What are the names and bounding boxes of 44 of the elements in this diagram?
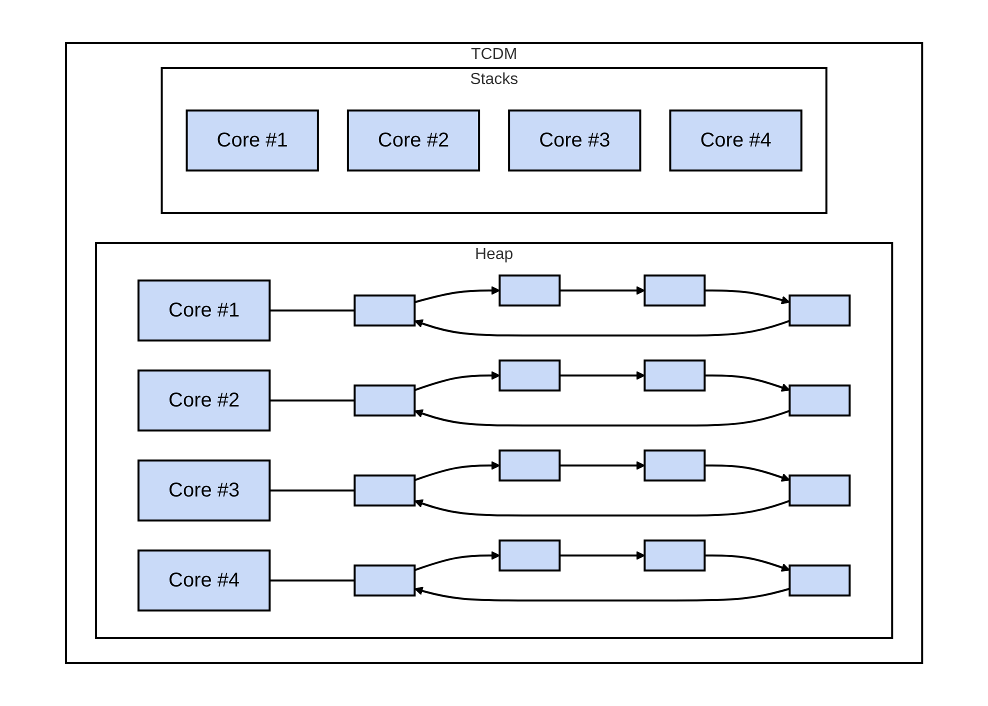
arrow	[414, 286, 500, 304]
node-box	[498, 450, 561, 482]
connector	[270, 310, 355, 312]
node-box: Core #2	[137, 370, 271, 432]
arrow	[560, 286, 645, 295]
node-box	[644, 360, 706, 392]
node-box	[354, 474, 416, 506]
arrow	[704, 374, 790, 392]
arrow	[560, 551, 645, 560]
arrow	[414, 409, 790, 426]
node-box	[788, 474, 851, 506]
arrow	[414, 586, 790, 602]
arrow	[704, 554, 790, 572]
node-box: Core #1	[186, 110, 319, 172]
node-box	[354, 294, 416, 326]
node-box: Core #4	[669, 110, 802, 172]
node-box	[644, 540, 706, 572]
node-box	[644, 450, 706, 482]
arrow	[414, 371, 500, 392]
connector	[270, 400, 355, 402]
node-box: Core #4	[137, 550, 271, 612]
node-box: Core #3	[508, 110, 642, 172]
arrow	[704, 290, 790, 304]
node-box	[354, 384, 416, 416]
node-box: Core #2	[346, 110, 480, 172]
node-box	[498, 274, 561, 306]
arrow	[414, 499, 790, 516]
node-box	[354, 564, 416, 596]
node-box: Core #1	[137, 280, 271, 342]
node-box	[498, 540, 561, 572]
arrow	[704, 464, 790, 482]
node-box: Core #3	[137, 460, 271, 522]
arrow	[560, 371, 645, 380]
node-box	[788, 294, 851, 326]
node-box	[644, 274, 706, 306]
node-box	[498, 360, 561, 392]
connector	[270, 490, 355, 492]
arrow	[414, 461, 500, 482]
arrow	[560, 461, 645, 470]
connector	[270, 580, 355, 582]
arrow	[414, 319, 790, 336]
node-box	[788, 384, 851, 416]
arrow	[414, 551, 500, 572]
node-box	[788, 564, 851, 596]
